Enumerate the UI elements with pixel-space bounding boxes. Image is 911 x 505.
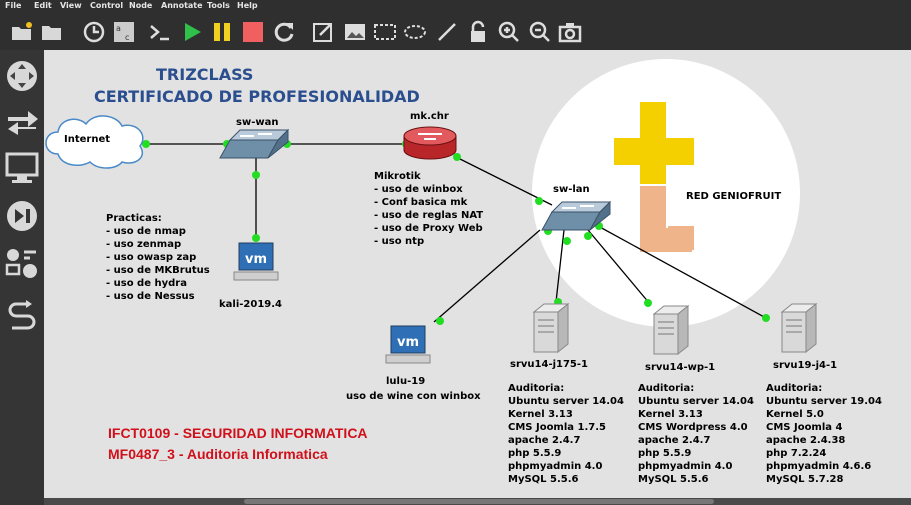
clock-icon[interactable]	[82, 20, 106, 44]
label-lulu: lulu-19	[386, 376, 426, 387]
console-icon[interactable]	[148, 20, 172, 44]
security-devices-icon[interactable]	[4, 198, 40, 234]
routers-icon[interactable]	[4, 58, 40, 94]
mikrotik-notes: Mikrotik- uso de winbox- Conf basica mk-…	[374, 171, 484, 247]
label-sw-lan: sw-lan	[553, 184, 590, 195]
menu-node[interactable]: Node	[129, 1, 153, 10]
open-folder-icon[interactable]	[10, 20, 34, 44]
play-icon[interactable]	[180, 20, 204, 44]
menu-edit[interactable]: Edit	[34, 1, 52, 10]
lock-icon[interactable]	[466, 20, 490, 44]
practicas-notes: Practicas:- uso de nmap- uso zenmap- uso…	[106, 213, 210, 302]
mk-chr-router-icon[interactable]	[403, 126, 457, 160]
all-devices-icon[interactable]	[4, 246, 40, 282]
pause-icon[interactable]	[210, 20, 234, 44]
camera-icon[interactable]	[558, 20, 582, 44]
reload-icon[interactable]	[272, 20, 296, 44]
sw-lan-switch-icon[interactable]	[541, 200, 612, 231]
course-module: MF0487_3 - Auditoria Informatica	[108, 446, 328, 462]
title-certificado: CERTIFICADO DE PROFESIONALIDAD	[94, 87, 420, 106]
label-srv2: srvu14-wp-1	[645, 362, 716, 373]
label-internet: Internet	[64, 134, 111, 145]
srvu19-j4-1-server-icon[interactable]	[780, 302, 818, 354]
scrollbar-thumb[interactable]	[244, 499, 714, 504]
svg-text:a: a	[116, 24, 121, 33]
label-lulu-sub: uso de wine con winbox	[346, 391, 481, 402]
switches-icon[interactable]	[4, 104, 40, 140]
stop-icon[interactable]	[241, 20, 265, 44]
svg-text:vm: vm	[397, 335, 419, 350]
menu-view[interactable]: View	[60, 1, 82, 10]
svg-text:c: c	[125, 33, 129, 42]
sw-wan-switch-icon[interactable]	[219, 128, 290, 159]
svg-text:vm: vm	[245, 252, 267, 267]
label-red-geniofruit: RED GENIOFRUIT	[686, 191, 782, 202]
srvu14-j175-1-server-icon[interactable]	[532, 302, 570, 354]
label-sw-wan: sw-wan	[236, 117, 279, 128]
label-srv1: srvu14-j175-1	[510, 359, 588, 370]
menu-help[interactable]: Help	[237, 1, 258, 10]
label-mk-chr: mk.chr	[410, 111, 449, 122]
course-code: IFCT0109 - SEGURIDAD INFORMATICA	[108, 425, 368, 441]
kali-vm-icon[interactable]: vm	[233, 242, 279, 281]
menu-annotate[interactable]: Annotate	[161, 1, 203, 10]
folder-icon[interactable]	[40, 20, 64, 44]
horizontal-scrollbar[interactable]	[44, 498, 911, 505]
topology-canvas[interactable]: vm vm TRIZCLASS CERTIFI	[44, 50, 911, 498]
canvas-graphics: vm vm	[45, 59, 818, 364]
end-devices-icon[interactable]	[4, 150, 40, 186]
zoom-out-icon[interactable]	[528, 20, 552, 44]
menu-tools[interactable]: Tools	[207, 1, 230, 10]
title-trizclass: TRIZCLASS	[156, 65, 254, 84]
geniofruit-logo	[614, 102, 694, 252]
label-kali: kali-2019.4	[219, 299, 282, 310]
menu-bar: File Edit View Control Node Annotate Too…	[0, 0, 911, 14]
srvu14-wp-1-server-icon[interactable]	[652, 304, 690, 356]
menu-control[interactable]: Control	[90, 1, 124, 10]
zoom-in-icon[interactable]	[497, 20, 521, 44]
line-icon[interactable]	[435, 20, 459, 44]
image-icon[interactable]	[343, 20, 367, 44]
rectangle-icon[interactable]	[373, 20, 397, 44]
internet-cloud-icon[interactable]	[45, 115, 144, 169]
device-sidebar	[0, 50, 44, 505]
label-srv3: srvu19-j4-1	[773, 360, 838, 371]
add-link-icon[interactable]	[4, 298, 40, 334]
lulu-vm-icon[interactable]: vm	[385, 325, 431, 364]
ellipse-icon[interactable]	[403, 20, 427, 44]
snapshot-icon[interactable]: ac	[112, 20, 136, 44]
note-icon[interactable]	[311, 20, 335, 44]
menu-file[interactable]: File	[5, 1, 22, 10]
